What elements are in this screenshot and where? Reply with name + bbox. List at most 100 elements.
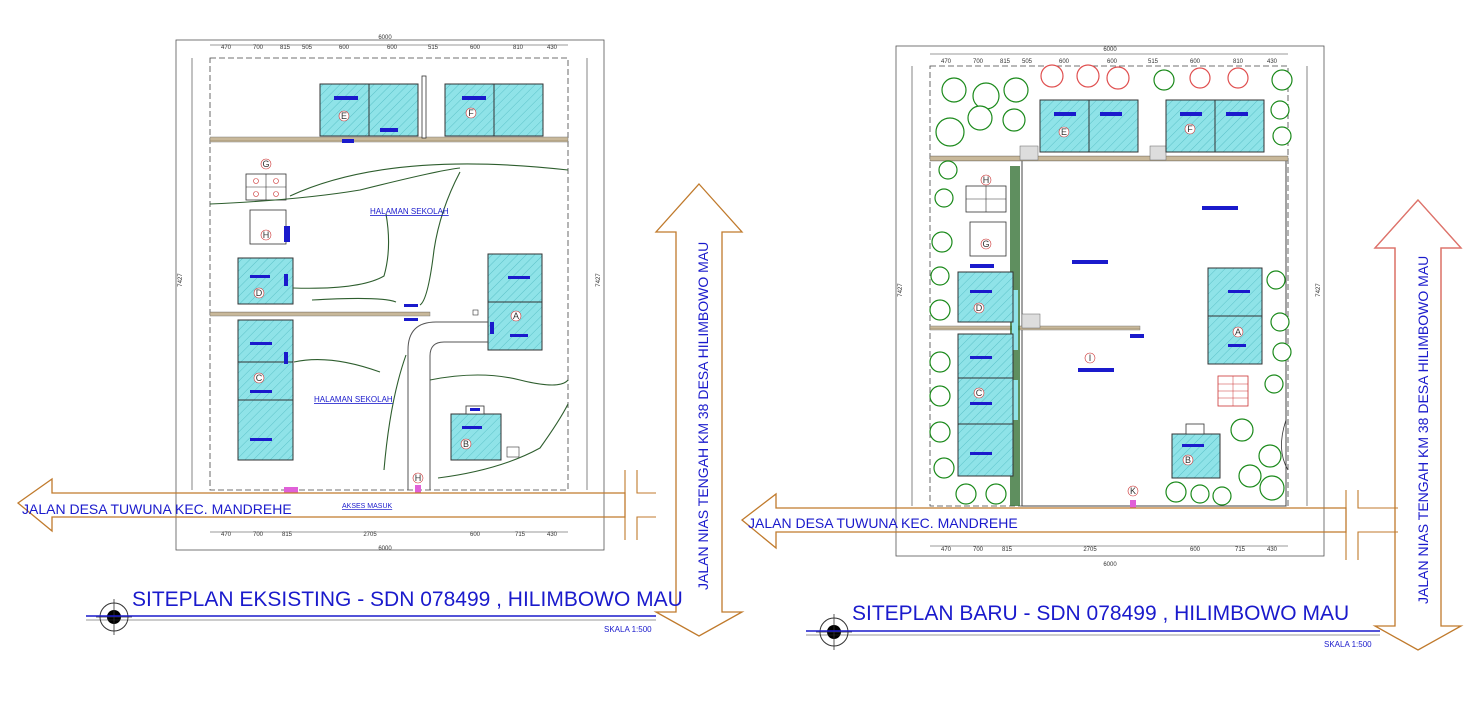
plan-new: 6000 470 700 815 505 600 600 515 600 810… (740, 45, 1464, 651)
svg-text:470: 470 (221, 532, 232, 538)
svg-text:700: 700 (973, 59, 984, 65)
svg-text:2705: 2705 (363, 532, 377, 538)
svg-text:810: 810 (1233, 59, 1244, 65)
svg-text:700: 700 (253, 45, 264, 51)
svg-text:H: H (415, 473, 422, 483)
existing-total-width: 6000 (378, 35, 392, 41)
svg-text:470: 470 (941, 59, 952, 65)
new-building-a[interactable]: A (1207, 267, 1263, 365)
svg-text:C: C (256, 373, 263, 383)
plan-existing: 6000 470 700 815 505 600 600 515 600 810… (16, 35, 745, 637)
existing-yard-label-1: HALAMAN SEKOLAH (370, 207, 449, 216)
svg-text:E: E (341, 111, 347, 121)
new-building-f[interactable]: F (1165, 99, 1265, 153)
svg-text:C: C (976, 388, 983, 398)
svg-text:815: 815 (1000, 59, 1011, 65)
svg-text:A: A (1235, 327, 1241, 337)
existing-total-height: 7427 (178, 273, 184, 287)
new-dims-bottom: 470 700 815 2705 600 715 430 (941, 547, 1278, 553)
svg-text:600: 600 (1190, 547, 1201, 553)
svg-text:700: 700 (973, 547, 984, 553)
svg-text:G: G (982, 239, 989, 249)
svg-text:715: 715 (1235, 547, 1246, 553)
existing-frame (175, 39, 605, 551)
new-title: SITEPLAN BARU - SDN 078499 , HILIMBOWO M… (852, 602, 1349, 625)
new-scale: SKALA 1:500 (1324, 640, 1372, 649)
existing-scale: SKALA 1:500 (604, 625, 652, 634)
new-building-e[interactable]: E (1039, 99, 1139, 153)
svg-text:E: E (1061, 127, 1067, 137)
svg-text:815: 815 (1002, 547, 1013, 553)
new-toilet-h[interactable]: H (965, 174, 1007, 213)
svg-text:430: 430 (547, 532, 558, 538)
new-road-vertical-label: JALAN NIAS TENGAH KM 38 DESA HILIMBOWO M… (1415, 256, 1431, 604)
new-frame (895, 45, 1325, 557)
new-dims-top: 470 700 815 505 600 600 515 600 810 430 (941, 59, 1278, 65)
existing-gate-h[interactable]: H (412, 472, 424, 493)
svg-text:700: 700 (253, 532, 264, 538)
existing-dims-bottom: 470 700 815 2705 600 715 430 (221, 532, 558, 538)
new-flagpole-i[interactable]: I (1078, 352, 1114, 372)
svg-text:470: 470 (941, 547, 952, 553)
existing-site-boundary (209, 57, 569, 491)
svg-text:505: 505 (1022, 59, 1033, 65)
svg-text:815: 815 (282, 532, 293, 538)
existing-road-vertical-label: JALAN NIAS TENGAH KM 38 DESA HILIMBOWO M… (695, 242, 711, 590)
svg-text:2705: 2705 (1083, 547, 1097, 553)
svg-text:515: 515 (428, 45, 439, 51)
svg-text:B: B (463, 439, 469, 449)
existing-dims-top: 470 700 815 505 600 600 515 600 810 430 (221, 45, 558, 51)
existing-yard-label-2: HALAMAN SEKOLAH (314, 395, 393, 404)
new-north-symbol (816, 614, 852, 650)
new-building-b[interactable]: B (1171, 423, 1221, 479)
existing-north-symbol (96, 599, 132, 635)
svg-text:815: 815 (280, 45, 291, 51)
svg-text:470: 470 (221, 45, 232, 51)
svg-text:505: 505 (302, 45, 313, 51)
svg-text:430: 430 (547, 45, 558, 51)
svg-text:G: G (262, 159, 269, 169)
existing-building-d[interactable]: D (237, 257, 294, 305)
existing-access-label: AKSES MASUK (342, 503, 393, 510)
existing-building-g[interactable]: H (249, 209, 290, 245)
svg-text:430: 430 (1267, 59, 1278, 65)
svg-text:600: 600 (1190, 59, 1201, 65)
svg-text:K: K (1130, 486, 1136, 496)
existing-building-a[interactable]: A (487, 253, 543, 351)
new-building-d[interactable]: D (957, 271, 1014, 323)
existing-toilet-h[interactable]: G (245, 158, 287, 201)
svg-text:A: A (513, 311, 519, 321)
new-road-horizontal (740, 492, 1347, 550)
new-road-horizontal-label: JALAN DESA TUWUNA KEC. MANDREHE (748, 515, 1018, 531)
new-stair (1217, 375, 1249, 407)
svg-text:600: 600 (470, 45, 481, 51)
new-trees (929, 64, 1293, 506)
existing-building-f[interactable]: F (444, 83, 544, 137)
svg-text:600: 600 (339, 45, 350, 51)
new-gate-k[interactable]: K (1127, 485, 1139, 508)
existing-title: SITEPLAN EKSISTING - SDN 078499 , HILIMB… (132, 588, 683, 611)
svg-text:600: 600 (387, 45, 398, 51)
existing-building-c[interactable]: C (237, 319, 294, 461)
svg-text:F: F (468, 108, 474, 118)
svg-text:H: H (263, 230, 270, 240)
svg-text:B: B (1185, 455, 1191, 465)
svg-text:810: 810 (513, 45, 524, 51)
new-building-g[interactable]: G (969, 221, 1007, 268)
svg-text:7427: 7427 (1316, 283, 1322, 297)
existing-building-e[interactable]: E (319, 83, 419, 137)
svg-text:6000: 6000 (1103, 562, 1117, 568)
svg-text:600: 600 (1107, 59, 1118, 65)
new-building-c[interactable]: C (957, 333, 1014, 477)
svg-text:6000: 6000 (378, 546, 392, 552)
svg-text:I: I (1089, 353, 1092, 363)
existing-garden-paths (209, 163, 569, 479)
existing-road-horizontal-label: JALAN DESA TUWUNA KEC. MANDREHE (22, 501, 292, 517)
svg-text:715: 715 (515, 532, 526, 538)
svg-text:7427: 7427 (596, 273, 602, 287)
svg-text:F: F (1187, 124, 1193, 134)
svg-text:430: 430 (1267, 547, 1278, 553)
svg-text:515: 515 (1148, 59, 1159, 65)
existing-building-b[interactable]: B (450, 405, 502, 461)
